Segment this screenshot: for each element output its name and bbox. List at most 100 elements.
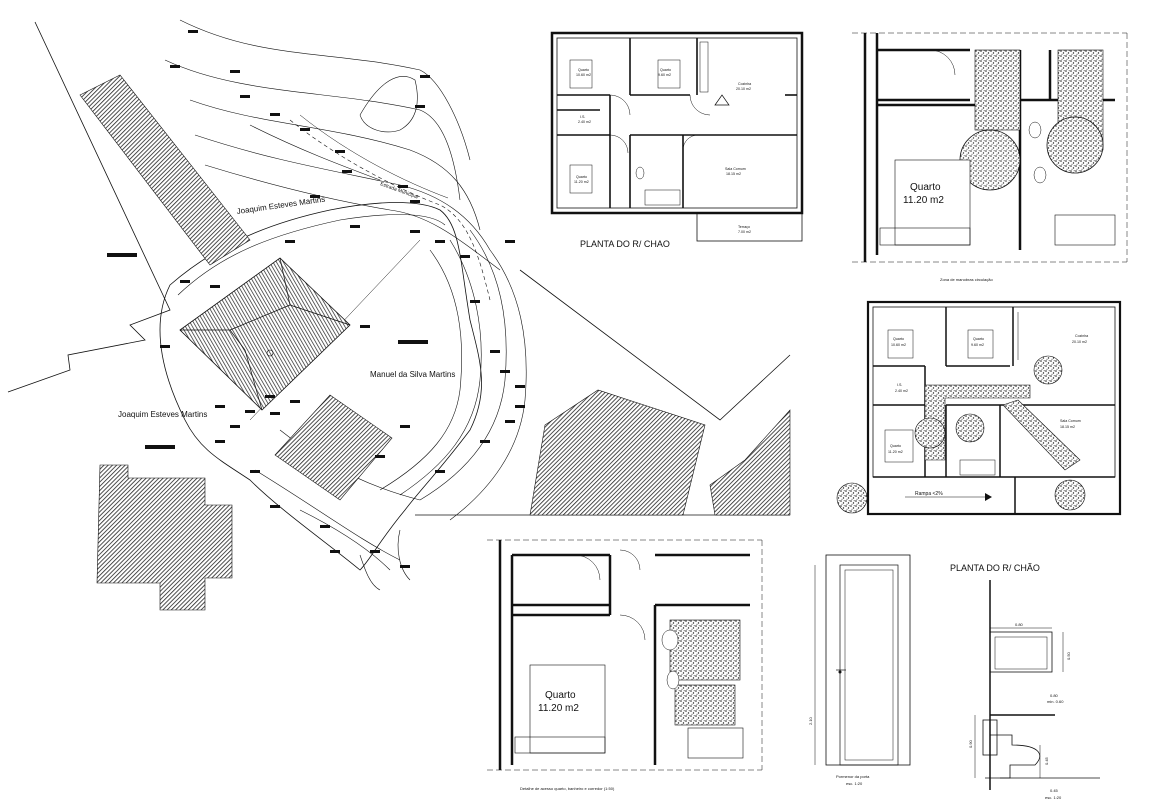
bathroom-scale: esc. 1:20 <box>1045 795 1062 800</box>
house-roof <box>179 257 351 411</box>
survey-tag <box>210 285 220 288</box>
plot-inner-line <box>177 214 446 296</box>
grab-bar-note: min. 0.60 <box>1047 699 1064 704</box>
survey-tag <box>240 95 250 98</box>
survey-tag <box>270 113 280 116</box>
owner-label-east: Manuel da Silva Martins <box>370 370 455 379</box>
room-area: 9.60 m2 <box>658 73 671 77</box>
roof-ridges <box>180 257 351 411</box>
room-area: 7.00 m2 <box>738 230 751 234</box>
survey-tag <box>290 400 300 403</box>
room-area: 20.10 m2 <box>736 87 751 91</box>
neighbour-building-far-east <box>709 409 791 516</box>
survey-point-marker <box>266 349 274 357</box>
survey-tag <box>515 405 525 408</box>
survey-tag <box>215 405 225 408</box>
survey-tag <box>188 30 198 33</box>
room-name: Quarto <box>973 337 984 341</box>
terrace <box>696 212 803 242</box>
bottom-dimension: 0.45 <box>1050 788 1059 793</box>
room-area: 9.60 m2 <box>971 343 984 347</box>
room-name: Quarto <box>890 444 901 448</box>
survey-tag <box>170 65 180 68</box>
survey-tag <box>350 225 360 228</box>
road-edge <box>299 114 449 199</box>
legend-bar <box>398 340 428 344</box>
room-name: Cozinha <box>1075 334 1088 338</box>
room-name: I.S. <box>897 383 902 387</box>
survey-tag <box>400 565 410 568</box>
survey-tag <box>460 255 470 258</box>
tub-height-dimension: 0.50 <box>1066 651 1071 660</box>
room-name: I.S. <box>580 115 585 119</box>
room-name: Quarto <box>578 68 589 72</box>
room-name: Quarto <box>910 182 941 193</box>
tub-width-dimension: 0.80 <box>1015 622 1024 627</box>
survey-tag <box>310 195 320 198</box>
room-area: 11.20 m2 <box>574 180 589 184</box>
door-height-dimension: 2.10 <box>808 716 813 725</box>
door-caption: Pormenor da porta <box>836 774 870 779</box>
ground-floor-plan: Quarto 10.60 m2 Quarto 9.60 m2 Cozinha 2… <box>550 31 804 249</box>
survey-tag <box>300 128 310 131</box>
survey-tag <box>230 425 240 428</box>
room-area: 2.40 m2 <box>578 120 591 124</box>
survey-tag <box>490 350 500 353</box>
door-scale: esc. 1:20 <box>846 781 863 786</box>
ramp-label: Rampa <2% <box>915 491 943 497</box>
room-name: Terraço <box>738 225 750 229</box>
wall-height-dimension: 0.90 <box>968 739 973 748</box>
bathroom-detail: PLANTA DO R/ CHÃO 0.80 0.50 0.80 min. 0.… <box>950 563 1100 800</box>
room-name: Sala Comum <box>1060 419 1081 423</box>
room-area: 11.20 m2 <box>888 450 903 454</box>
survey-tag <box>160 345 170 348</box>
survey-point-tags <box>160 30 525 568</box>
survey-tag <box>398 185 408 188</box>
survey-tag <box>180 280 190 283</box>
survey-tag <box>415 105 425 108</box>
neighbour-building-southwest <box>96 464 233 611</box>
survey-tag <box>400 425 410 428</box>
survey-tag <box>265 395 275 398</box>
road-centerline <box>289 119 491 301</box>
survey-tag <box>360 325 370 328</box>
detail-caption: Zona de manobras circulação <box>940 277 993 282</box>
survey-tag <box>420 75 430 78</box>
neighbour-building-southeast <box>529 389 706 516</box>
road-label: Estrada Municipal <box>379 181 418 200</box>
legend-bar <box>145 445 175 449</box>
room-area: 11.20 m2 <box>538 703 579 714</box>
plot-outline <box>159 202 482 571</box>
survey-tag <box>335 150 345 153</box>
survey-tag <box>245 410 255 413</box>
room-area: 11.20 m2 <box>903 195 944 206</box>
survey-tag <box>285 240 295 243</box>
toilet-height-dimension: 0.45 <box>1044 756 1049 765</box>
survey-tag <box>505 420 515 423</box>
property-boundary-east <box>519 269 791 421</box>
neighbour-building-north <box>79 74 251 266</box>
detail-caption: Detalhe de acesso quarto, banheiro e cor… <box>520 786 615 791</box>
room-area: 10.60 m2 <box>576 73 591 77</box>
survey-tag <box>250 470 260 473</box>
survey-tag <box>470 300 480 303</box>
survey-tag <box>375 455 385 458</box>
survey-tag <box>435 470 445 473</box>
survey-tag <box>435 240 445 243</box>
neighbour-building-east-plot <box>274 394 393 501</box>
survey-tag <box>230 70 240 73</box>
detail-rotation: Quarto 11.20 m2 Zona de manobras circula… <box>852 32 1128 282</box>
survey-tag <box>320 525 330 528</box>
survey-tag <box>505 240 515 243</box>
site-plan: Joaquim Esteves Martins Joaquim Esteves … <box>7 19 791 611</box>
survey-tag <box>215 440 225 443</box>
room-name: Cozinha <box>738 82 751 86</box>
property-boundary-west <box>7 21 171 393</box>
survey-tag <box>270 412 280 415</box>
survey-tag <box>370 550 380 553</box>
room-name: Quarto <box>545 690 576 701</box>
room-area: 18.15 m2 <box>726 172 741 176</box>
survey-tag <box>480 440 490 443</box>
room-area: 18.15 m2 <box>1060 425 1075 429</box>
survey-tag <box>342 170 352 173</box>
